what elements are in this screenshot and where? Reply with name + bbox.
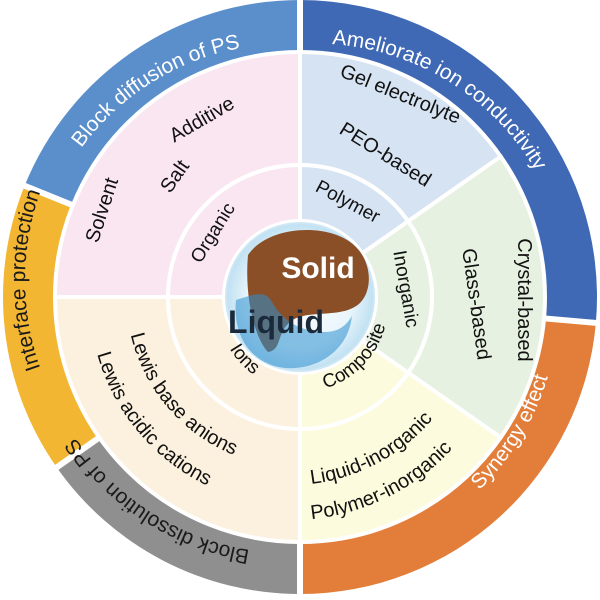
outer-band-block_dissolution <box>56 437 301 594</box>
outer-band-synergy <box>300 318 596 594</box>
liquid-blob <box>235 294 352 369</box>
outer-divider <box>541 315 599 327</box>
outer-divider <box>53 433 103 471</box>
outer-band-block_diffusion <box>24 0 300 206</box>
inner-ring <box>165 162 434 432</box>
center-label-liquid: Liquid <box>228 304 324 340</box>
outer-band-ameliorate <box>300 0 597 323</box>
center-label-solid: Solid <box>281 252 354 285</box>
center-yin-yang: Solid Liquid <box>225 222 375 372</box>
outer-divider <box>21 182 76 209</box>
inner-sector-ions <box>165 295 302 432</box>
inner-sector-organic <box>165 162 302 299</box>
inorganic-item-crystal: Crystal-based <box>513 238 535 361</box>
